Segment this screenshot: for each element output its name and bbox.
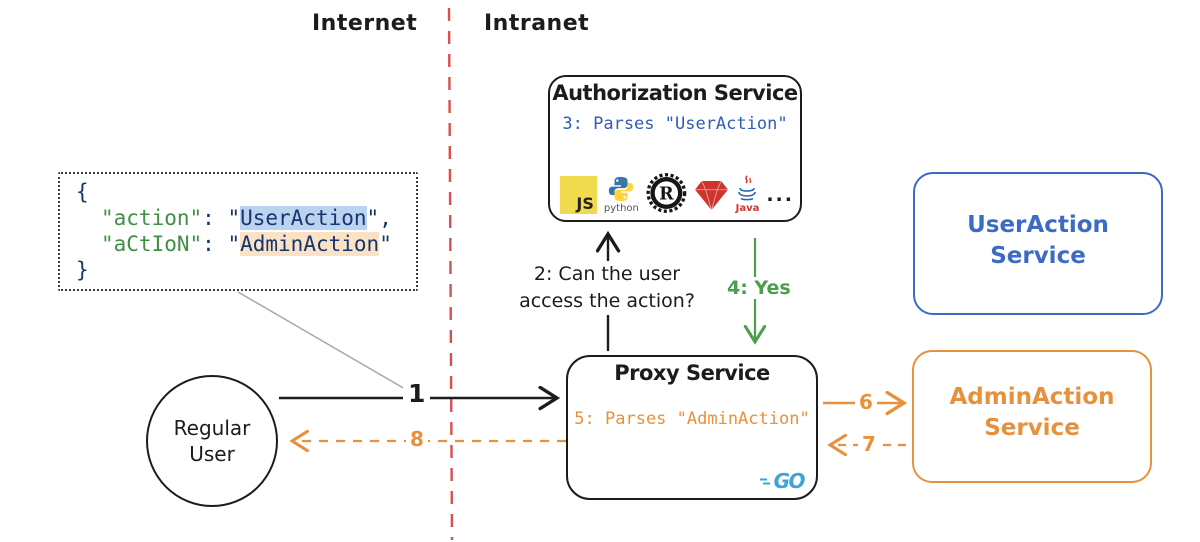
flow-label-step4: 4: Yes (724, 277, 794, 299)
regular-user-label-line2: User (189, 442, 235, 466)
flow-label-step8: 8 (406, 427, 428, 451)
json-open-brace: { (76, 180, 89, 204)
useraction-service-label-line1: UserAction (967, 212, 1109, 238)
go-logo-text: GO (773, 469, 806, 493)
adminaction-service-box: AdminAction Service (912, 350, 1152, 483)
flow-label-step2-line1: 2: Can the user (533, 263, 681, 285)
rust-icon: R (646, 173, 687, 213)
flow-label-step6: 6 (855, 390, 877, 414)
java-icon (738, 175, 757, 201)
json-key-action: "action" (101, 206, 203, 230)
flow-label-step2: 2: Can the user access the action? (500, 261, 714, 315)
json-key-action-mixedcase: "aCtIoN" (101, 232, 203, 256)
internet-zone-label: Internet (312, 11, 418, 36)
intranet-zone-label: Intranet (484, 11, 590, 36)
javascript-icon: JS (560, 176, 597, 214)
adminaction-service-label-line2: Service (984, 415, 1080, 441)
authorization-service-title: Authorization Service (552, 81, 798, 105)
go-logo: GO (759, 469, 806, 493)
proxy-service-box: Proxy Service 5: Parses "AdminAction" GO (566, 355, 818, 500)
python-logo: python (604, 175, 639, 214)
step-3-parse-text: 3: Parses "UserAction" (562, 114, 788, 134)
go-speed-lines-icon (759, 478, 770, 485)
json-line-action: "action": "UserAction", (101, 206, 392, 230)
internet-intranet-divider-line (447, 7, 454, 541)
json-value-useraction: UserAction (240, 206, 367, 230)
authorization-service-box: Authorization Service 3: Parses "UserAct… (548, 75, 802, 222)
more-languages-ellipsis: ... (766, 184, 794, 206)
regular-user-label-line1: Regular (173, 416, 251, 440)
adminaction-service-label-line1: AdminAction (949, 384, 1115, 410)
useraction-service-box: UserAction Service (913, 172, 1163, 315)
json-close-brace: } (76, 258, 89, 282)
flow-label-step7: 7 (858, 432, 880, 456)
java-caption: Java (735, 203, 760, 214)
step-5-parse-text: 5: Parses "AdminAction" (574, 409, 810, 429)
json-value-adminaction: AdminAction (240, 232, 380, 256)
proxy-service-title: Proxy Service (614, 361, 770, 385)
json-pointer-line (237, 291, 413, 394)
language-logos-row: JS python R (560, 164, 794, 214)
python-icon (609, 176, 634, 202)
json-line-action-mixedcase: "aCtIoN": "AdminAction" (101, 232, 392, 256)
python-caption: python (603, 203, 639, 214)
svg-text:R: R (659, 184, 674, 204)
java-logo: Java (735, 175, 760, 214)
useraction-service-label-line2: Service (990, 243, 1086, 269)
request-json-snippet: { "action": "UserAction", "aCtIoN": "Adm… (58, 172, 418, 291)
regular-user-node: Regular User (146, 375, 278, 507)
ruby-icon (694, 180, 728, 211)
flow-label-step1: 1 (403, 379, 431, 408)
flow-label-step2-line2: access the action? (519, 290, 695, 312)
